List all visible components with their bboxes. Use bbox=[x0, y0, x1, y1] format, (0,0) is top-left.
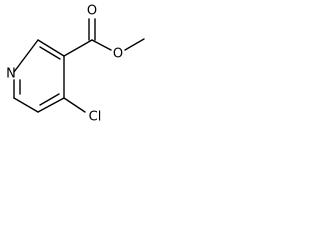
bond-ester-o-methyl bbox=[124, 38, 145, 51]
chlorine-label: Cl bbox=[89, 110, 102, 125]
bond-c2-c3-double bbox=[39, 46, 61, 60]
ester-oxygen-label: O bbox=[113, 47, 123, 62]
bond-c4-c5 bbox=[37, 97, 65, 113]
bond-c2-c3 bbox=[37, 39, 65, 57]
bond-n-c2 bbox=[13, 39, 39, 73]
bond-carbonyl-ester-o bbox=[91, 39, 112, 51]
ester-group bbox=[63, 18, 145, 57]
nitrogen-label: N bbox=[6, 67, 16, 82]
molecule-diagram: N Cl O O bbox=[6, 4, 145, 125]
bond-c4-cl bbox=[63, 97, 86, 113]
bond-c4-c5-double bbox=[39, 93, 60, 106]
pyridine-ring bbox=[13, 39, 65, 113]
bond-c5-c6 bbox=[13, 97, 39, 113]
bond-c3-carbonyl bbox=[63, 39, 93, 57]
carbonyl-oxygen-label: O bbox=[87, 4, 97, 19]
